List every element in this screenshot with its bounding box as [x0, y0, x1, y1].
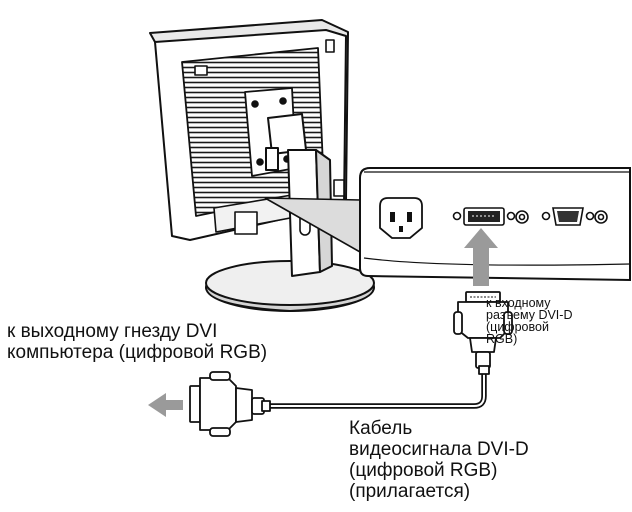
computer-output-label: к выходному гнезду DVI компьютера (цифро…	[7, 321, 268, 363]
cable-label: Кабель видеосигнала DVI-D (цифровой RGB)…	[349, 418, 529, 502]
input-connector-label: к входному разъему DVI-D (цифровой RGB)	[486, 296, 573, 346]
monitor-icon	[149, 19, 375, 312]
vga-port-icon	[541, 207, 608, 226]
arrow-up-icon	[464, 228, 498, 286]
dvi-plug-computer-icon	[189, 371, 271, 437]
cable-cord-icon	[267, 369, 487, 409]
dvi-port-icon	[452, 207, 529, 226]
power-inlet-icon	[379, 197, 423, 239]
arrow-left-icon	[148, 393, 183, 417]
dvi-plug-monitor-icon	[453, 291, 513, 375]
